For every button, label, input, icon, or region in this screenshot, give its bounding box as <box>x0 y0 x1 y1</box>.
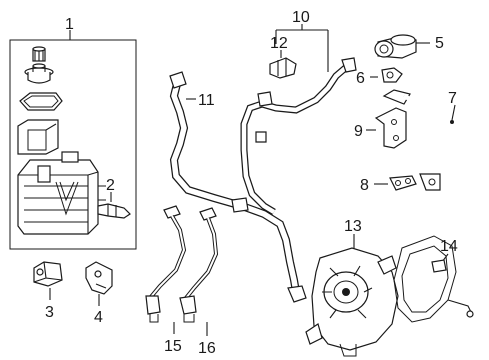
callout-16: 16 <box>198 340 216 357</box>
oxygen-sensor-part <box>145 205 187 334</box>
callout-12: 12 <box>270 35 288 52</box>
vacuum-hose-part <box>240 57 357 216</box>
oxygen-sensor-2-part <box>179 207 219 336</box>
callout-15: 15 <box>164 338 182 355</box>
callout-4: 4 <box>94 309 103 326</box>
filter-block-part <box>17 119 59 155</box>
purge-valve-part <box>97 192 131 219</box>
water-pump-part <box>305 234 399 357</box>
solenoid-part <box>374 34 430 59</box>
air-tube-part <box>382 89 456 191</box>
evap-canister-part <box>17 151 106 235</box>
gasket-part <box>370 67 403 83</box>
callout-10: 10 <box>292 9 310 26</box>
callout-9: 9 <box>354 123 363 140</box>
pump-gasket-part <box>393 235 474 323</box>
connector-part <box>269 50 297 79</box>
bracket-part <box>85 261 113 306</box>
callout-7: 7 <box>448 90 457 107</box>
callout-5: 5 <box>435 35 444 52</box>
callout-11: 11 <box>198 92 215 109</box>
sensor-part <box>33 261 63 300</box>
plate-gasket-part <box>374 175 417 191</box>
callout-6: 6 <box>356 70 365 87</box>
callout-10-leaders <box>275 24 329 72</box>
cap-part <box>32 46 46 62</box>
gasket-ring-part <box>19 92 63 111</box>
callout-8: 8 <box>360 177 369 194</box>
callout-14: 14 <box>440 238 458 255</box>
canister-kit-box <box>9 30 137 250</box>
callout-13: 13 <box>344 218 362 235</box>
callout-3: 3 <box>45 304 54 321</box>
coolant-hose-part <box>169 71 307 303</box>
valve-cap-part <box>24 63 54 84</box>
tube-bracket-part <box>366 107 407 149</box>
callout-2: 2 <box>106 177 115 194</box>
callout-1: 1 <box>65 16 74 33</box>
